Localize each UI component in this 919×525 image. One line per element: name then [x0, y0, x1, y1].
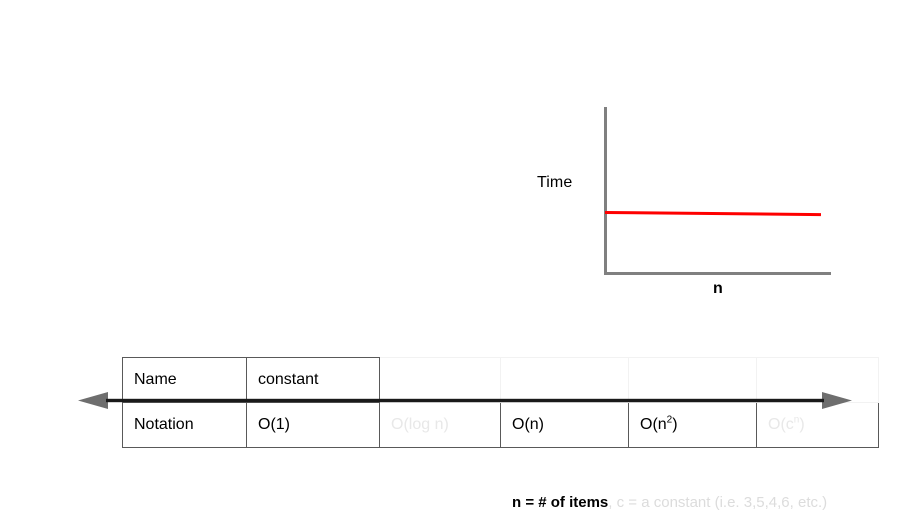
row-header-name: Name: [122, 357, 247, 403]
cell-notation-quadratic[interactable]: O(n2): [628, 402, 757, 448]
complexity-chart: Time n: [537, 100, 840, 297]
footnote: n = # of items, c = a constant (i.e. 3,5…: [512, 494, 827, 512]
row-header-notation: Notation: [122, 402, 247, 448]
arrow-head-left-icon: [78, 392, 108, 409]
cell-notation-exponential[interactable]: O(cn): [756, 402, 879, 448]
table-row-notation: Notation O(1) O(log n) O(n) O(n2) O(cn): [122, 402, 879, 448]
cell-notation-logarithmic[interactable]: O(log n): [379, 402, 501, 448]
table-row-name: Name constant: [122, 357, 879, 403]
cell-name-exponential[interactable]: [756, 357, 879, 403]
footnote-faint: , c = a constant (i.e. 3,5,4,6, etc.): [608, 494, 828, 511]
cell-name-linear[interactable]: [500, 357, 629, 403]
cell-name-quadratic[interactable]: [628, 357, 757, 403]
complexity-table: Name constant Notation O(1) O(log n) O(n…: [122, 357, 879, 448]
chart-x-axis-label: n: [713, 280, 723, 297]
footnote-strong: n = # of items: [512, 494, 609, 511]
cell-notation-constant[interactable]: O(1): [246, 402, 380, 448]
chart-x-axis: [604, 272, 831, 275]
cell-name-constant[interactable]: constant: [246, 357, 380, 403]
chart-series-line-constant: [604, 211, 822, 217]
chart-y-axis-label: Time: [537, 174, 573, 191]
cell-notation-linear[interactable]: O(n): [500, 402, 629, 448]
cell-name-logarithmic[interactable]: [379, 357, 501, 403]
chart-y-axis: [604, 107, 607, 275]
